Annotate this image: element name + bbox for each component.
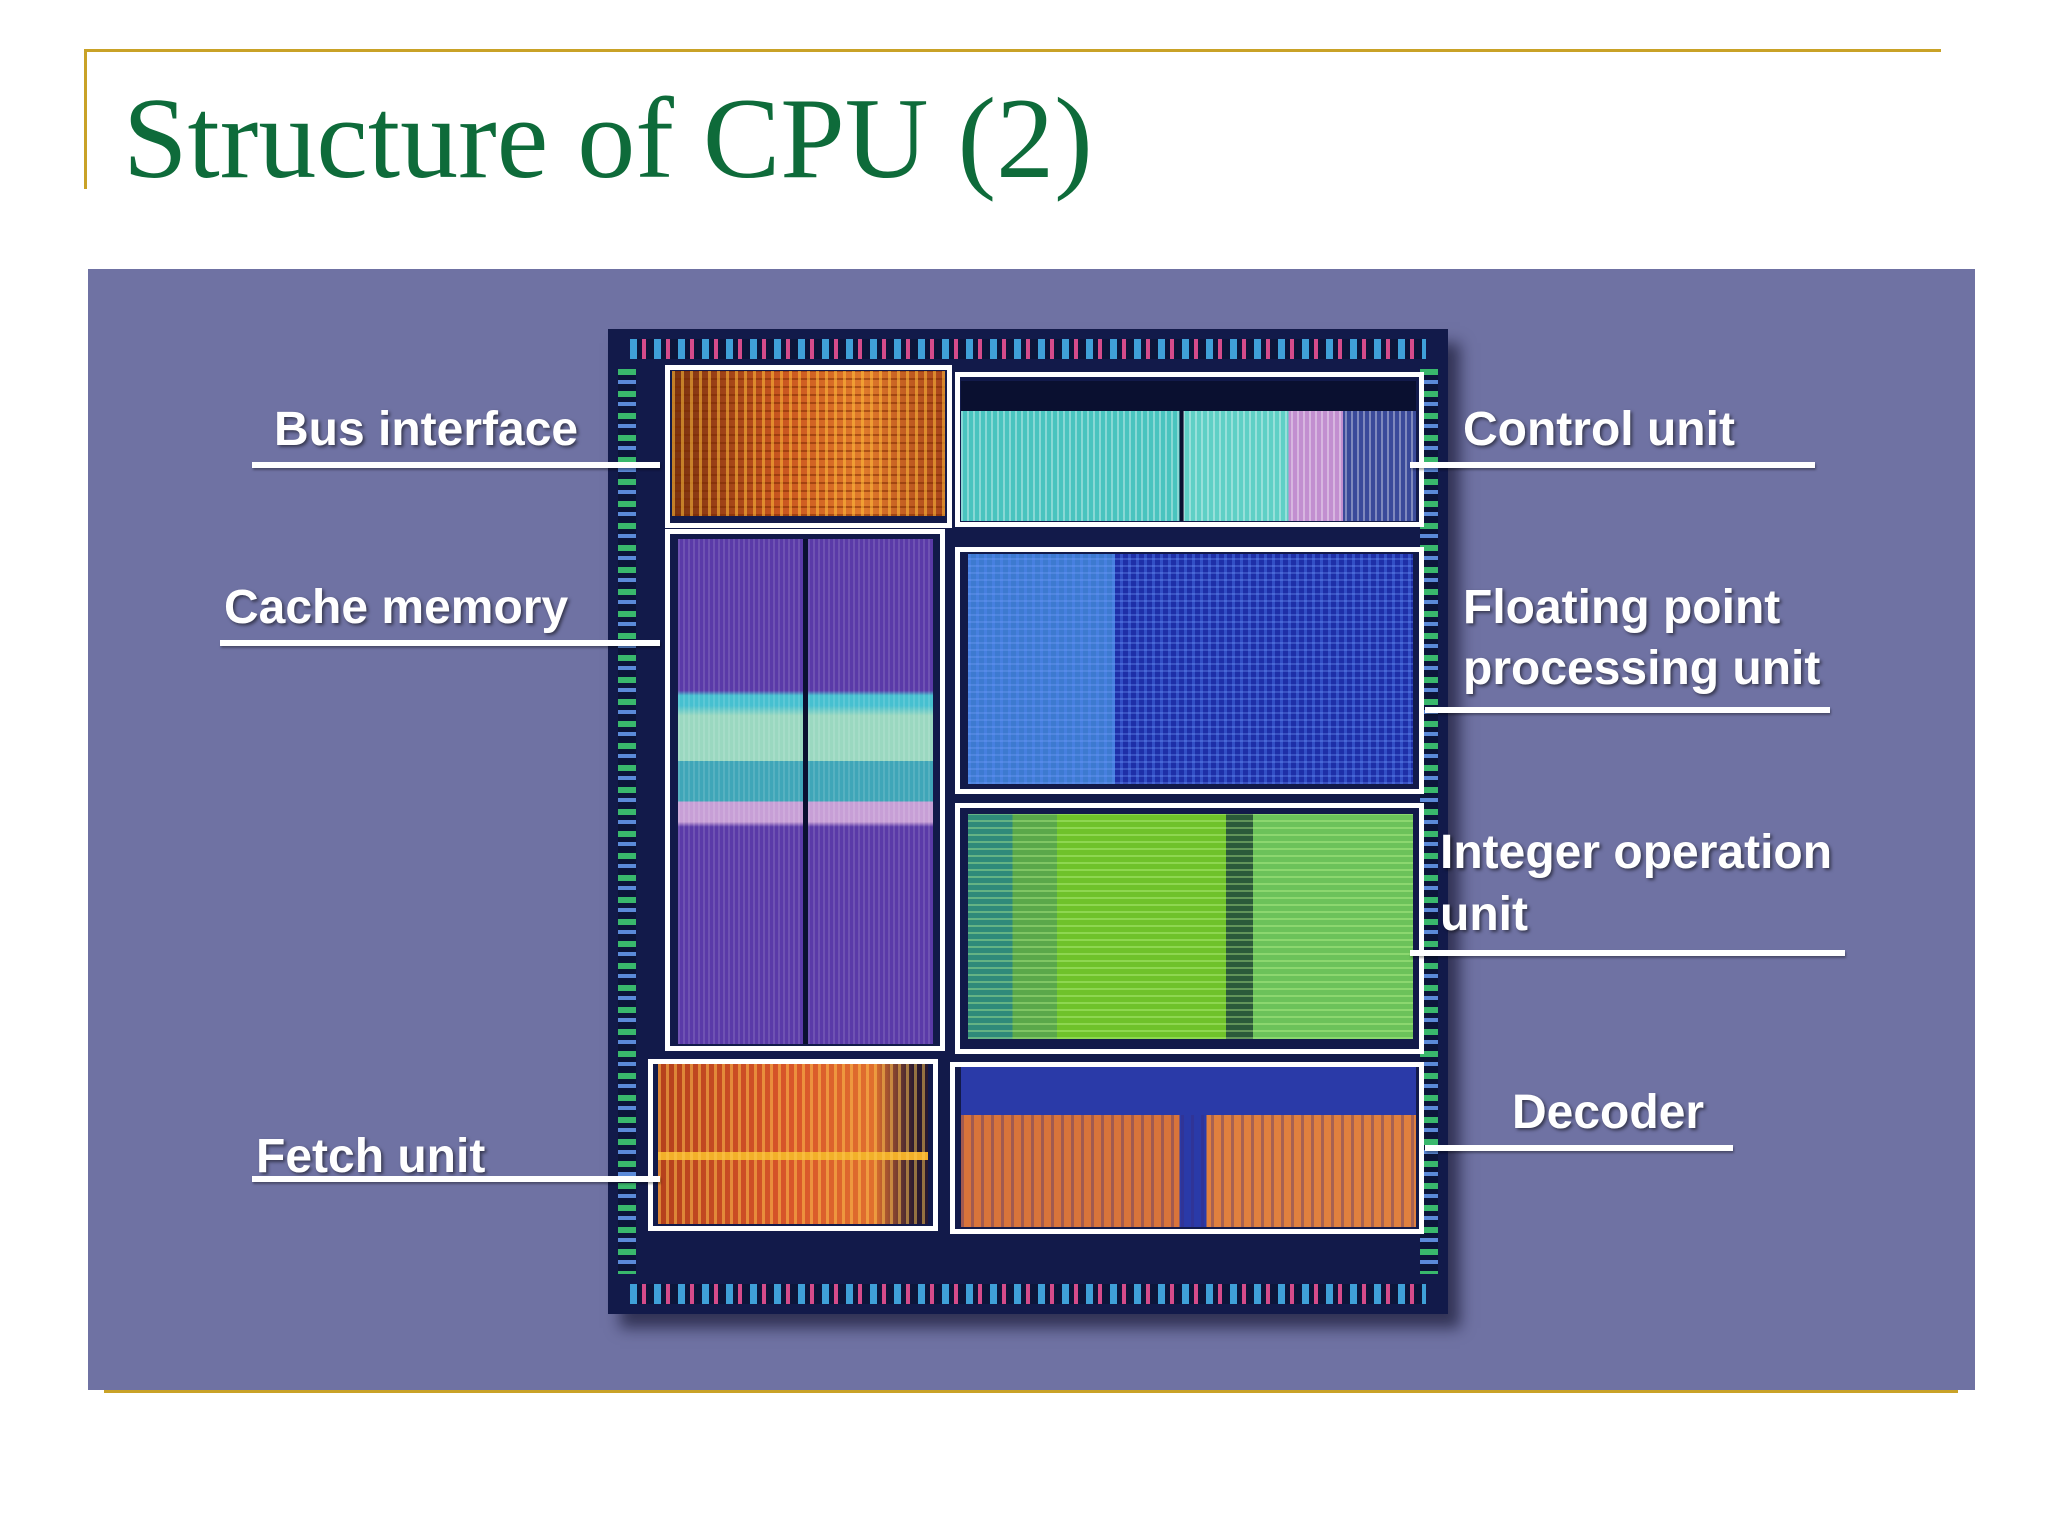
label-floating-point-line1: Floating point [1463, 581, 1781, 634]
die-pads-right [1420, 369, 1438, 1274]
label-fetch-unit: Fetch unit [256, 1130, 486, 1183]
frame-control-unit [955, 372, 1424, 527]
frame-decoder [950, 1062, 1424, 1234]
frame-floating-point [955, 547, 1424, 794]
die-region-bus-interface [672, 371, 945, 516]
label-bus-interface: Bus interface [274, 403, 579, 456]
title-top-rule [84, 49, 1941, 52]
leader-fetch-unit [252, 1176, 660, 1182]
die-region-decoder [961, 1067, 1416, 1227]
die-region-cache-memory [678, 539, 933, 1044]
die-pads-top [630, 339, 1426, 359]
frame-integer-unit [955, 803, 1424, 1054]
die-pads-bottom [630, 1284, 1426, 1304]
panel-bottom-rule [104, 1390, 1958, 1393]
label-integer-line1: Integer operation [1440, 826, 1833, 879]
label-control-unit: Control unit [1463, 403, 1735, 456]
die-region-control-unit [961, 381, 1416, 521]
cpu-die-photo [608, 329, 1448, 1314]
label-integer-line2: unit [1440, 888, 1528, 941]
die-region-fetch-unit [658, 1064, 928, 1224]
label-floating-point-line2: processing unit [1463, 642, 1821, 695]
leader-control-unit [1410, 462, 1815, 468]
frame-fetch-unit [648, 1059, 938, 1231]
frame-bus-interface [665, 365, 952, 528]
slide-title: Structure of CPU (2) [123, 75, 1093, 203]
frame-cache-memory [665, 529, 945, 1051]
die-region-integer-unit [968, 814, 1413, 1039]
leader-bus-interface [252, 462, 660, 468]
label-cache-memory: Cache memory [224, 581, 569, 634]
leader-cache-memory [220, 640, 660, 646]
die-pads-left [618, 369, 636, 1274]
title-left-rule [84, 49, 87, 189]
leader-decoder [1425, 1145, 1733, 1151]
die-region-floating-point [968, 554, 1413, 784]
leader-floating-point [1425, 707, 1830, 713]
leader-integer-unit [1410, 950, 1845, 956]
label-decoder: Decoder [1512, 1086, 1705, 1139]
